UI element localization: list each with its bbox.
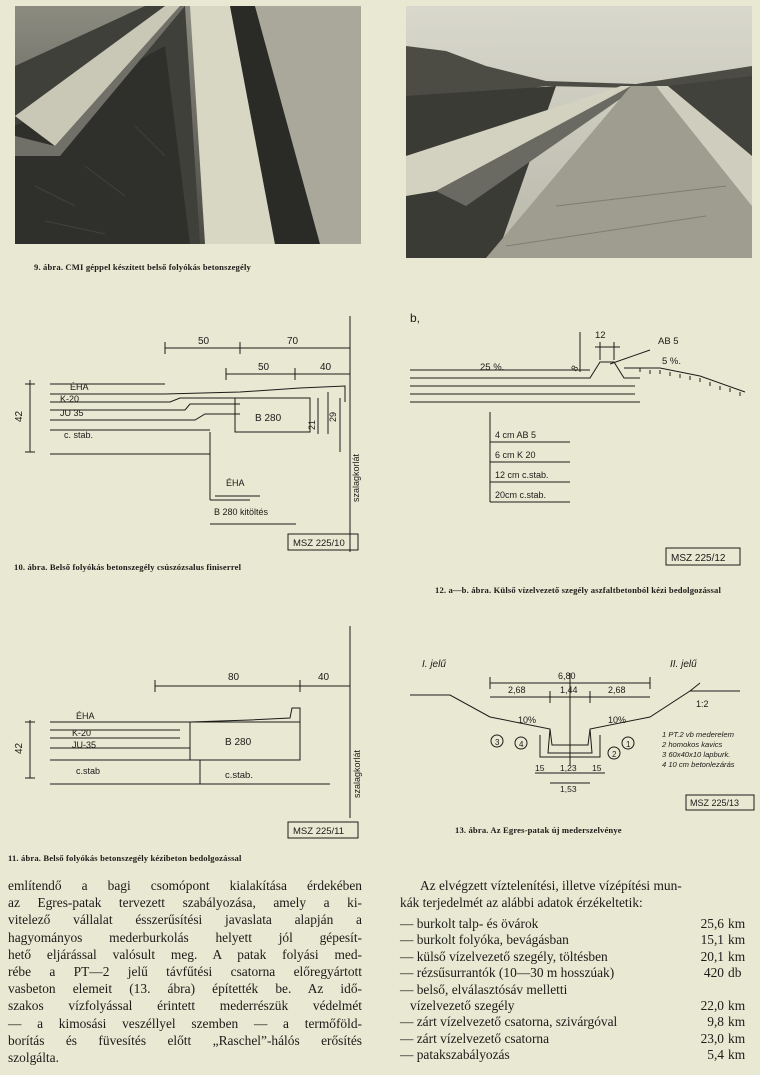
left-column-text: említendő a bagi csomópont kialakítása é… (8, 877, 362, 1066)
fig11-cstab: c.stab (76, 766, 100, 776)
fig11-drawing: 80 40 ÉHA K-20 JU-35 c.stab B 280 c.stab… (14, 626, 362, 839)
fig11-dim-40: 40 (318, 672, 330, 683)
fig13-ii-jelu: II. jelű (670, 659, 697, 670)
fig13-p10a: 10% (518, 715, 536, 725)
fig10-msz: MSZ 225/10 (293, 538, 345, 549)
fig13-leg1: 1 PT.2 vb mederelem (662, 730, 734, 739)
text-line: kák terjedelmét az alábbi adatok érzékel… (400, 895, 643, 911)
fig10-b280-fill: B 280 kitöltés (214, 507, 269, 517)
text-line: borítás és füvesítés előtt „Raschel”-hál… (8, 1032, 362, 1048)
fig11-ju35: JU-35 (72, 740, 96, 750)
fig12-pct5: 5 %. (662, 356, 681, 367)
fig13-d268b: 2,68 (608, 685, 626, 695)
right-column-intro: Az elvégzett víztelenítési, illetve vízé… (400, 877, 754, 911)
fig11-caption: 11. ábra. Belső folyókás betonszegély ké… (8, 853, 242, 863)
fig10-caption: 10. ábra. Belső folyókás betonszegély cs… (14, 562, 242, 572)
fig10-dim-40: 40 (320, 362, 332, 373)
fig13-leg4: 4 10 cm betonlezárás (662, 760, 735, 769)
fig13-d680: 6,80 (558, 671, 576, 681)
fig10-dim-21: 21 (307, 420, 317, 430)
fig10-b280: B 280 (255, 413, 282, 424)
table-row: — belső, elválasztósáv melletti (400, 981, 568, 997)
text-line: hagyományos mederburkolás helyett jól gé… (8, 929, 362, 945)
text-line: hető eljárással valósult meg. A patak fo… (8, 946, 362, 962)
fig12-l2: 6 cm K 20 (495, 450, 536, 460)
fig13-leg3: 3 60x40x10 lapburk. (662, 750, 730, 759)
fig11-k20: K-20 (72, 728, 91, 738)
fig10-drawing: 50 70 50 40 ÉHA K-20 JU 35 c. stab. B 28… (14, 316, 361, 552)
fig10-eha: ÉHA (70, 382, 89, 392)
text-line: vitelező vállalat ésszerűsítési javaslat… (8, 912, 362, 928)
text-line: rébe a PT—2 jelű távfűtési csatorna előr… (8, 964, 362, 980)
fig10-ju35: JU 35 (60, 408, 84, 418)
fig13-c1: 1 (626, 740, 631, 749)
fig11-szalagkorlat: szalagkorlát (352, 749, 362, 798)
fig10-k20: K-20 (60, 394, 79, 404)
text-line: szolgálta. (8, 1050, 59, 1066)
fig10-eha2: ÉHA (226, 478, 245, 488)
fig13-d144: 1,44 (560, 685, 578, 695)
fig13-msz: MSZ 225/13 (690, 798, 739, 808)
text-line: az Egres-patak tervezett szabályozása, a… (8, 895, 362, 911)
fig10-cstab: c. stab. (64, 430, 93, 440)
fig12-pct25: 25 %. (480, 362, 504, 373)
fig10-dim-50: 50 (198, 336, 210, 347)
fig13-d15a: 15 (535, 763, 545, 773)
fig12-dim-12: 12 (595, 330, 606, 341)
fig12-msz: MSZ 225/12 (671, 553, 726, 564)
fig10-dim-42: 42 (14, 410, 25, 422)
fig13-drawing: I. jelű II. jelű 6,80 2,68 1,44 2,68 1:2… (410, 659, 755, 811)
text-line: vasbeton elemeit (13. ábra) építették be… (8, 981, 362, 997)
fig12-drawing: b, 12 AB 5 25 %. 5 %. 8 4 cm AB 5 6 cm K… (410, 311, 746, 566)
fig13-d123: 1,23 (560, 763, 577, 773)
fig13-i-jelu: I. jelű (422, 659, 446, 670)
text-line: Az elvégzett víztelenítési, illetve vízé… (420, 878, 682, 893)
fig12-ab5: AB 5 (658, 336, 679, 347)
photo-fig-right (406, 6, 752, 258)
fig13-d268a: 2,68 (508, 685, 526, 695)
fig13-d15b: 15 (592, 763, 602, 773)
text-line: — a kimosási veszéllyel szemben — a term… (8, 1015, 362, 1031)
fig13-slope: 1:2 (696, 699, 709, 709)
fig13-c3: 3 (495, 738, 500, 747)
text-line: említendő a bagi csomópont kialakítása é… (8, 878, 362, 893)
photo-fig9 (15, 6, 361, 244)
fig12-dim-8: 8 (569, 364, 580, 373)
fig13-p10b: 10% (608, 715, 626, 725)
fig11-msz: MSZ 225/11 (293, 826, 344, 837)
fig11-eha: ÉHA (76, 711, 95, 721)
fig10-dim-29: 29 (328, 412, 338, 422)
fig10-dim-70: 70 (287, 336, 299, 347)
fig12-l3: 12 cm c.stab. (495, 470, 549, 480)
fig11-b280: B 280 (225, 737, 252, 748)
table-row: — zárt vízelvezető csatorna, szivárgóval… (400, 1014, 746, 1030)
fig11-cstab2: c.stab. (225, 770, 253, 781)
fig13-caption: 13. ábra. Az Egres-patak új mederszelvén… (455, 825, 622, 835)
text-line: szakos vízfolyással érintett mederrészük… (8, 998, 362, 1014)
fig11-dim-42: 42 (14, 742, 25, 754)
fig12-l4: 20cm c.stab. (495, 490, 546, 500)
fig13-c2: 2 (612, 750, 617, 759)
fig12-l1: 4 cm AB 5 (495, 430, 536, 440)
fig13-leg2: 2 homokos kavics (661, 740, 723, 749)
fig12-b: b, (410, 311, 420, 325)
fig12-caption: 12. a—b. ábra. Külső vízelvezető szegély… (435, 585, 721, 595)
fig11-dim-80: 80 (228, 672, 240, 683)
fig13-c4: 4 (519, 740, 524, 749)
fig13-d153: 1,53 (560, 784, 577, 794)
fig10-dim-50b: 50 (258, 362, 270, 373)
fig9-caption: 9. ábra. CMI géppel készített belső foly… (34, 262, 251, 272)
fig10-szalagkorlat: szalagkorlát (351, 453, 361, 502)
